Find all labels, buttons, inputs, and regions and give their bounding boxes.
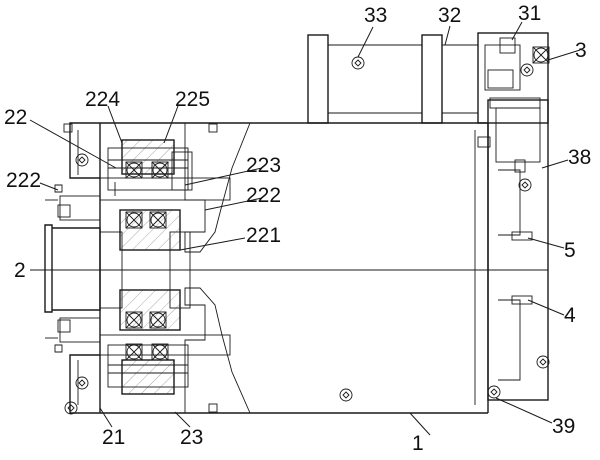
label-38: 38 [568, 146, 591, 169]
label-223: 223 [246, 154, 281, 177]
leader-lines [29, 21, 581, 436]
label-4: 4 [564, 304, 576, 327]
central-shaft [99, 209, 191, 331]
label-224: 224 [85, 88, 120, 111]
right-top-housing [477, 32, 550, 124]
label-225: 225 [175, 88, 210, 111]
label-221: 221 [246, 224, 281, 247]
label-21: 21 [102, 426, 125, 449]
output-shaft [44, 184, 101, 353]
part-labels: 33 32 31 3 224 225 22 223 222 222 221 38… [4, 2, 591, 455]
upper-gear-assembly [99, 139, 231, 201]
lower-gear-assembly [99, 334, 231, 395]
label-33: 33 [364, 4, 387, 27]
label-2: 2 [14, 259, 26, 282]
hatched-casting [184, 122, 251, 414]
label-222-right: 222 [246, 184, 281, 207]
label-23: 23 [180, 426, 203, 449]
label-22: 22 [4, 106, 27, 129]
label-31: 31 [518, 2, 541, 25]
label-3: 3 [575, 39, 587, 62]
bolts [63, 123, 353, 415]
label-39: 39 [552, 415, 575, 438]
label-32: 32 [438, 4, 461, 27]
top-motor [307, 34, 478, 124]
right-side-housing [477, 99, 550, 401]
label-1: 1 [412, 432, 424, 455]
label-5: 5 [564, 239, 576, 262]
label-222-left: 222 [6, 169, 41, 192]
